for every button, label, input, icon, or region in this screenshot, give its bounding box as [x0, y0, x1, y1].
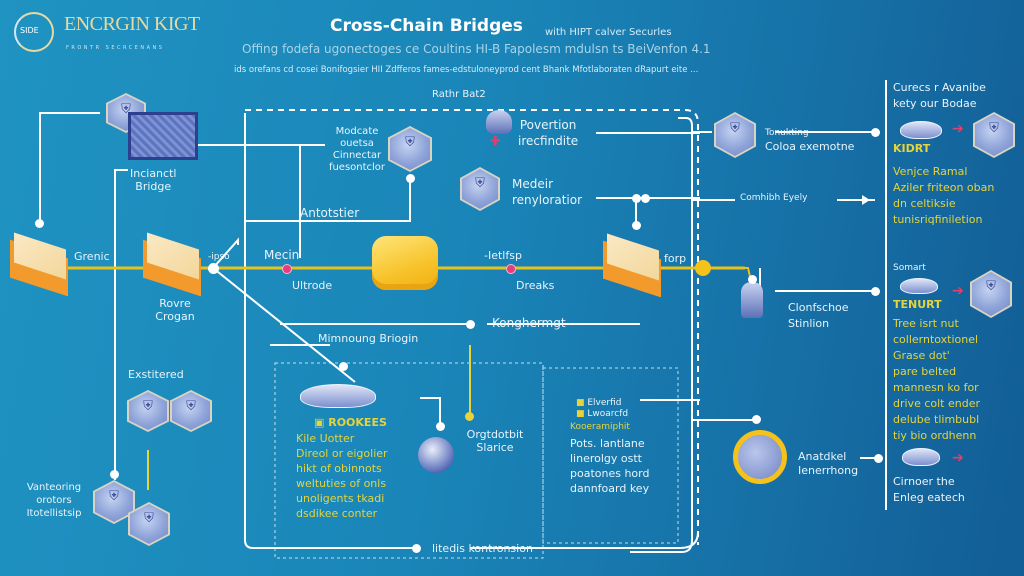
- module-label: Modcate ouetsa Cinnectar fuesontclor: [328, 126, 386, 173]
- prevention-label: Povertion irecfindite: [518, 118, 579, 148]
- page-subtitle-secondary: ids orefans cd cosei Bonifogsier HII Zdf…: [234, 65, 699, 75]
- bridge-label: Incianctl Bridge: [130, 167, 177, 193]
- bridge-lower-label: Mimnoung Briogin: [318, 332, 419, 345]
- connector-node: [466, 320, 475, 329]
- arrow-right-icon: ➔: [952, 283, 964, 299]
- oracle-node: [465, 412, 474, 421]
- chain-block-forp[interactable]: [603, 233, 665, 298]
- shield-icon: ⛨: [989, 121, 999, 136]
- validator-label: Vanteoring orotors Itotellistsip: [26, 482, 82, 519]
- sidebar-item1-body: Venjce Ramal Aziler friteon oban dn celt…: [893, 165, 995, 226]
- page-title: Cross-Chain Bridges: [330, 16, 523, 36]
- explored-label: Exstitered: [128, 368, 184, 381]
- shield-icon: ⛨: [986, 279, 996, 294]
- bridge-square-badge[interactable]: [128, 112, 198, 160]
- connector-node: [436, 422, 445, 431]
- chain-block-crogan[interactable]: [143, 232, 205, 297]
- footer-label: litedis kontronsion: [432, 542, 533, 555]
- connector-node: [632, 194, 641, 203]
- chain-block-grenic[interactable]: [10, 232, 72, 297]
- chain-label-grenic: Grenic: [74, 250, 110, 263]
- junction-node[interactable]: [208, 263, 219, 274]
- rookers-subtitle: Kile Uotter: [296, 432, 355, 445]
- sidebar-item3-icon[interactable]: [902, 448, 940, 466]
- connector-node: [110, 470, 119, 479]
- arrow-right-icon: ➔: [952, 450, 964, 466]
- connector-node: [632, 221, 641, 230]
- custody-label: Clonfschoe Stinlion: [788, 301, 849, 330]
- ultrade-label: Ultrode: [292, 279, 333, 292]
- rookers-icon[interactable]: [300, 384, 376, 408]
- sidebar-heading: Curecs r Avanibe kety our Bodae: [893, 81, 986, 110]
- explored-hex-2[interactable]: ⛨: [170, 390, 212, 432]
- rookers-body: Direol or eigolier hikt of obinnots welt…: [296, 447, 388, 520]
- main-label: Mecin: [264, 248, 300, 262]
- connector-node: [641, 194, 650, 203]
- forp-label: forp: [664, 252, 687, 265]
- sidebar-item2-heading: Somart: [893, 263, 926, 273]
- key-icon: ■: [576, 409, 588, 419]
- group-label: Rathr Bat2: [432, 89, 486, 100]
- explored-hex-1[interactable]: ⛨: [127, 390, 169, 432]
- antistier-label: Antotstier: [300, 206, 360, 220]
- oracle-label: Orgtdotbit Slarice: [466, 428, 524, 454]
- connector-node: [35, 219, 44, 228]
- vault-key-label: Kooeramiphit: [570, 422, 630, 432]
- logo-title: ENCRGIN KIGT: [64, 13, 200, 35]
- shield-icon: ⛨: [475, 176, 485, 191]
- connector-node: [412, 544, 421, 553]
- anchor-label: Anatdkel Ienerrhong: [798, 450, 859, 477]
- shield-icon: ⛨: [144, 511, 154, 526]
- rookers-title: ▣ ROOKEES: [314, 416, 387, 429]
- shield-icon: ⛨: [143, 399, 153, 414]
- connector-node: [874, 454, 883, 463]
- chain-tag: -ipso: [208, 252, 230, 262]
- comhub-label: Comhibh Eyely: [740, 193, 808, 203]
- chain-label-crogan: Rovre Crogan: [155, 297, 195, 323]
- vault-header: ■ Elverfid ■ Lwoarcfd: [576, 398, 629, 419]
- connector-node: [752, 415, 761, 424]
- tracking-label: Tonukting Coloa exemotne: [765, 128, 855, 153]
- plus-icon: ✚: [490, 134, 501, 149]
- module-hex-badge[interactable]: ⛨: [388, 126, 432, 172]
- oracle-globe-icon[interactable]: [418, 437, 454, 473]
- sidebar-item1-tag: KIDRT: [893, 142, 931, 155]
- shield-icon: ⛨: [121, 102, 131, 117]
- sidebar-item1-icon[interactable]: [900, 121, 942, 139]
- connector-node: [406, 174, 415, 183]
- shield-icon: ⛨: [109, 489, 119, 504]
- sidebar-item2-hex[interactable]: ⛨: [970, 270, 1012, 318]
- sidebar-item2-body: Tree isrt nut collerntoxtionel Grase dot…: [893, 317, 980, 442]
- chain-end-node[interactable]: [695, 260, 711, 276]
- page-subtitle: Offing fodefa ugonectoges ce Coultins HI…: [242, 42, 711, 56]
- folder-icon: ■: [576, 398, 588, 408]
- vault-body: Pots. lantlane linerolgy ostt poatones h…: [570, 437, 650, 495]
- connector-node: [339, 362, 348, 371]
- anchor-coin-icon[interactable]: [733, 430, 787, 484]
- logo-tagline: FRONTR SECRCENANS: [66, 45, 165, 51]
- shield-icon: ⛨: [730, 121, 740, 136]
- custody-robot-icon[interactable]: [741, 282, 763, 318]
- interlink-label: -Ietlfsp: [484, 249, 522, 262]
- bridge-core-block[interactable]: [372, 236, 438, 290]
- link-node-dreaks[interactable]: [506, 264, 516, 274]
- connector-node: [871, 128, 880, 137]
- tag-icon: ▣: [314, 416, 329, 429]
- lock-icon: ⛨: [405, 135, 415, 150]
- logo-mark: SIDE: [14, 12, 54, 52]
- dreaks-label: Dreaks: [516, 279, 555, 292]
- connector-node: [748, 275, 757, 284]
- prevention-icon[interactable]: [486, 110, 512, 134]
- arrow-right-icon: ➔: [952, 121, 964, 137]
- sidebar-item2-icon[interactable]: [900, 278, 938, 294]
- sidebar-item3-body: Cirnoer the Enleg eatech: [893, 475, 965, 504]
- shield-icon: ⛨: [186, 399, 196, 414]
- connector-node: [871, 287, 880, 296]
- sidebar-item2-tag: TENURT: [893, 298, 942, 311]
- page-title-tail: with HIPT calver Securles: [545, 27, 672, 38]
- kongherngt-label: Konghermgt: [492, 316, 566, 330]
- link-node-ultrade[interactable]: [282, 264, 292, 274]
- model-label: Medeir renyloratior: [512, 177, 583, 207]
